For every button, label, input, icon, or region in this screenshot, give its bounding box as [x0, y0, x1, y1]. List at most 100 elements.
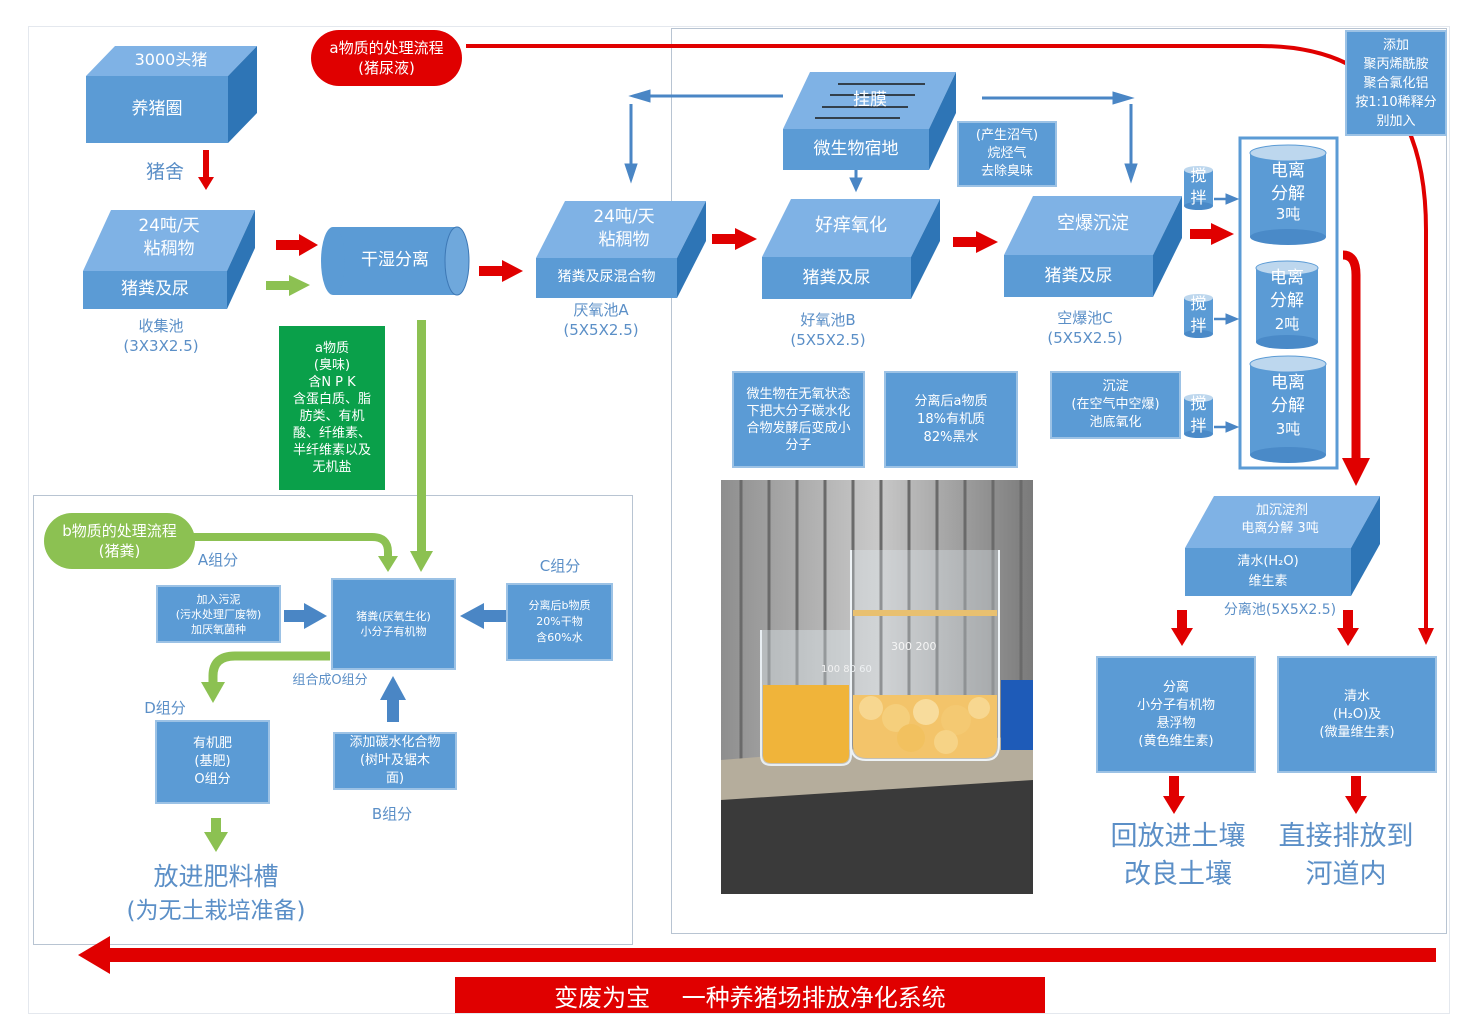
tank-a-top-line2: 粘稠物 — [598, 230, 650, 250]
after-b-line2: 20%干物 — [536, 615, 583, 628]
a-flow-pill: a物质的处理流程 (猪尿液) — [311, 30, 462, 86]
tank-c-front-label: 猪粪及尿 — [1044, 266, 1113, 286]
a-substance-line2: (臭味) — [313, 358, 351, 373]
additive-line2: 聚丙烯酰胺 — [1363, 56, 1429, 72]
combine-label: 组合成O组分 — [292, 673, 368, 688]
a-substance-line3: 含N P K — [308, 375, 356, 390]
membrane-front-label: 微生物宿地 — [813, 139, 899, 159]
a-substance-line6: 酸、纤维素、 — [292, 426, 371, 441]
green-arrows — [193, 275, 433, 852]
sep-pool-top-line1: 加沉淀剂 — [1255, 503, 1308, 518]
tank-a-caption-line2: (5X5X2.5) — [563, 321, 639, 339]
membrane-box — [783, 72, 956, 170]
micro-note-line2: 下把大分子碳水化 — [746, 403, 851, 419]
a-substance-line8: 无机盐 — [312, 460, 352, 475]
beaker-small-marks: 100 80 60 — [821, 664, 872, 675]
stir-1-label: 搅拌 — [1190, 166, 1207, 207]
micro-note-line3: 合物发酵后变成小 — [746, 420, 851, 436]
electro-cylinder-3 — [1249, 355, 1327, 463]
additive-line3: 聚合氯化铝 — [1363, 75, 1429, 91]
manure-core-line2: 小分子有机物 — [360, 625, 427, 638]
outer-frame — [28, 26, 1450, 1014]
final-river-text: 直接排放到 河道内 — [1270, 818, 1422, 894]
right-panel-frame — [671, 28, 1447, 934]
final-river-line2: 河道内 — [1305, 859, 1387, 890]
tank-c-caption-line2: (5X5X2.5) — [1047, 329, 1123, 347]
tank-a-top-line1: 24吨/天 — [593, 207, 655, 227]
tank-c-box — [1004, 196, 1182, 297]
additive-line4: 按1:10稀释分 — [1355, 94, 1437, 110]
collect-top-line1: 24吨/天 — [138, 216, 200, 236]
organic-box: 有机肥 (基肥) O组分 — [155, 720, 270, 804]
sludge-line1: 加入污泥 — [196, 592, 241, 606]
separate-out-line4: (黄色维生素) — [1138, 733, 1214, 749]
after-b-line1: 分离后b物质 — [528, 599, 591, 612]
stir-3-label: 搅拌 — [1190, 394, 1207, 435]
separator-cylinder — [321, 226, 470, 296]
tank-b-front-label: 猪粪及尿 — [802, 268, 871, 288]
separate-out-line1: 分离 — [1162, 679, 1189, 695]
a-substance-box: a物质 (臭味) 含N P K 含蛋白质、脂 肪类、有机 酸、纤维素、 半纤维素… — [279, 326, 385, 490]
b-flow-line2: (猪粪) — [98, 542, 141, 560]
membrane-top-label: 挂膜 — [853, 90, 887, 110]
electro-to-pool-curve — [1342, 250, 1361, 460]
manure-core-line1: 猪粪(厌氧生化) — [356, 610, 431, 623]
beaker-photo: 100 80 60 300 200 — [721, 480, 1033, 894]
after-b-box: 分离后b物质 20%干物 含60%水 — [506, 583, 613, 661]
carbo-line1: 添加碳水化合物 — [349, 735, 441, 750]
separate-out-box: 分离 小分子有机物 悬浮物 (黄色维生素) — [1096, 656, 1256, 773]
group-c-label: C组分 — [539, 557, 581, 575]
tank-b-caption-line1: 好氧池B — [800, 311, 856, 329]
b-flow-pill: b物质的处理流程 (猪粪) — [44, 513, 195, 569]
collect-top-line2: 粘稠物 — [143, 239, 195, 259]
title-bar: 变废为宝 一种养猪场排放净化系统 — [455, 977, 1045, 1013]
organic-line3: O组分 — [194, 772, 231, 787]
biogas-line3: 去除臭味 — [980, 164, 1033, 179]
a-substance-line4: 含蛋白质、脂 — [292, 392, 371, 407]
clean-out-line1: 清水 — [1343, 688, 1370, 704]
final-soil-line1: 回放进土壤 — [1110, 821, 1246, 852]
collect-caption-line1: 收集池 — [138, 317, 184, 335]
page-title: 变废为宝 一种养猪场排放净化系统 — [554, 983, 946, 1012]
organic-line1: 有机肥 — [192, 736, 232, 751]
group-d-label: D组分 — [144, 699, 186, 717]
b-flow-frame — [33, 495, 633, 945]
stir-2-label: 搅拌 — [1190, 294, 1207, 335]
pigpen-top-label: 3000头猪 — [134, 50, 208, 69]
tank-c-caption-line1: 空爆池C — [1057, 309, 1113, 327]
red-arrows — [78, 150, 1436, 974]
separate-out-line3: 悬浮物 — [1156, 715, 1196, 731]
final-soil-text: 回放进土壤 改良土壤 — [1100, 818, 1256, 894]
b-flow-line1: b物质的处理流程 — [62, 522, 177, 540]
separator-label: 干湿分离 — [361, 250, 429, 270]
tank-b-box — [762, 199, 940, 299]
tank-a-front-label: 猪粪及尿混合物 — [557, 269, 656, 285]
sludge-line2: (污水处理厂废物) — [175, 607, 262, 621]
a-substance-line7: 半纤维素以及 — [292, 443, 371, 458]
after-a-line1: 分离后a物质 — [914, 393, 988, 409]
after-a-line2: 18%有机质 — [917, 411, 985, 427]
tank-b-caption-line2: (5X5X2.5) — [790, 331, 866, 349]
fert-final-line2: (为无土栽培准备) — [126, 898, 306, 924]
tank-b-top-label: 好痒氧化 — [815, 215, 887, 236]
beaker-photo-drawing: 100 80 60 300 200 — [721, 480, 1033, 894]
clean-out-line2: (H₂O)及 — [1332, 706, 1382, 722]
sep-pool-top-line2: 电离分解 3吨 — [1241, 521, 1319, 536]
sediment-line3: 池底氧化 — [1089, 415, 1142, 430]
biogas-box: (产生沼气) 烷烃气 去除臭味 — [957, 121, 1057, 187]
group-a-label: A组分 — [197, 551, 239, 569]
collect-front-label: 猪粪及尿 — [121, 279, 189, 299]
final-river-line1: 直接排放到 — [1278, 821, 1414, 852]
additive-line1: 添加 — [1382, 37, 1409, 53]
carbo-box: 添加碳水化合物 (树叶及锯木 面) — [333, 732, 457, 790]
pigpen-caption: 猪舍 — [145, 161, 184, 183]
carbo-line2: (树叶及锯木 — [359, 753, 431, 768]
sep-pool-box — [1185, 496, 1380, 596]
sludge-line3: 加厌氧菌种 — [191, 622, 246, 636]
sludge-box: 加入污泥 (污水处理厂废物) 加厌氧菌种 — [156, 585, 281, 643]
fert-final-line1: 放进肥料槽 — [153, 862, 279, 891]
sep-pool-front-line1: 清水(H₂O) — [1237, 554, 1299, 569]
sediment-box: 沉淀 (在空气中空爆) 池底氧化 — [1050, 371, 1181, 439]
